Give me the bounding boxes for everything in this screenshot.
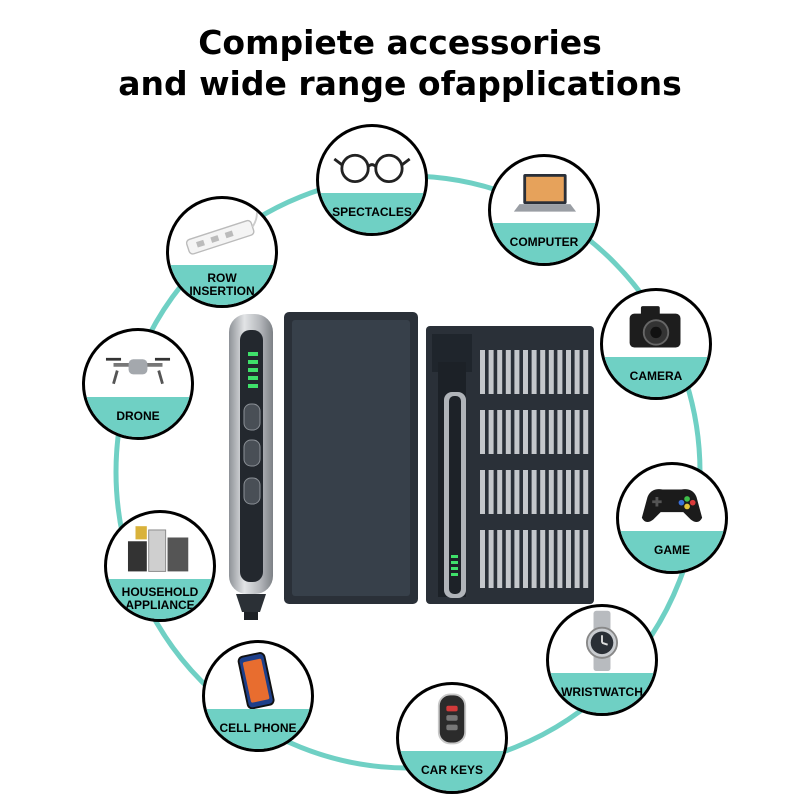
screwdriver-bit xyxy=(583,350,589,394)
screwdriver-bit xyxy=(523,350,528,394)
badge-wristwatch: WRISTWATCH xyxy=(546,604,658,716)
glasses-icon xyxy=(333,153,411,184)
screwdriver-bit xyxy=(566,350,571,394)
badge-game: GAME xyxy=(616,462,728,574)
screwdriver-bit xyxy=(557,530,563,588)
badge-computer: COMPUTER xyxy=(488,154,600,266)
screwdriver-bit xyxy=(514,470,520,514)
screwdriver-bit xyxy=(531,350,537,394)
screwdriver-bit xyxy=(557,410,563,454)
screwdriver-bit xyxy=(514,350,520,394)
screwdriver-bit xyxy=(523,470,528,514)
badge-drone: DRONE xyxy=(82,328,194,440)
laptop-icon xyxy=(513,173,577,212)
screwdriver-bit xyxy=(548,530,554,588)
screwdriver-bit xyxy=(488,470,494,514)
screwdriver-bit xyxy=(540,470,546,514)
screwdriver-bit xyxy=(488,410,494,454)
screwdriver-bit xyxy=(540,410,546,454)
screwdriver-bit xyxy=(566,530,571,588)
screwdriver-bit xyxy=(497,350,503,394)
badge-label: ROW INSERTION xyxy=(189,270,255,298)
watch-icon xyxy=(585,610,619,672)
screwdriver-bit xyxy=(497,410,503,454)
gamepad-icon xyxy=(641,489,703,523)
electric-screwdriver-pen xyxy=(229,314,273,620)
screwdriver-bit xyxy=(574,410,580,454)
screwdriver-bit xyxy=(548,410,554,454)
badge-label: CAR KEYS xyxy=(420,763,483,778)
badge-household-appliance: HOUSEHOLD APPLIANCE xyxy=(104,510,216,622)
screwdriver-bit xyxy=(488,350,494,394)
title-line-1: Compiete accessories xyxy=(198,23,602,62)
badge-row-insertion: ROW INSERTION xyxy=(166,196,278,308)
screwdriver-bit xyxy=(566,470,571,514)
screwdriver-bit xyxy=(557,350,563,394)
screwdriver-bit xyxy=(583,410,589,454)
screwdriver-bit xyxy=(540,350,546,394)
camera-icon xyxy=(629,306,681,348)
screwdriver-bit xyxy=(583,530,589,588)
screwdriver-bit xyxy=(557,470,563,514)
screwdriver-bit xyxy=(514,410,520,454)
screwdriver-bit xyxy=(505,470,511,514)
screwdriver-bit xyxy=(505,530,511,588)
title-line-2: and wide range ofapplications xyxy=(118,64,682,103)
screwdriver-bit xyxy=(531,530,537,588)
badge-car-keys: CAR KEYS xyxy=(396,682,508,794)
screwdriver-bit xyxy=(488,530,494,588)
screwdriver-bit xyxy=(531,410,537,454)
screwdriver-bit xyxy=(505,410,511,454)
screwdriver-bit xyxy=(523,530,528,588)
screwdriver-bit xyxy=(497,470,503,514)
bit-rows xyxy=(480,350,589,588)
screwdriver-bit xyxy=(574,350,580,394)
badge-label: DRONE xyxy=(116,409,160,424)
screwdriver-bit xyxy=(480,530,485,588)
screwdriver-bit xyxy=(523,410,528,454)
badge-label: WRISTWATCH xyxy=(561,685,643,700)
phone-icon xyxy=(237,652,275,710)
badge-label: GAME xyxy=(654,543,690,558)
screwdriver-bit xyxy=(480,350,485,394)
badge-label: COMPUTER xyxy=(509,235,579,250)
screwdriver-bit xyxy=(566,410,571,454)
screwdriver-bit xyxy=(514,530,520,588)
badge-label: CELL PHONE xyxy=(219,721,297,736)
badge-label: CAMERA xyxy=(629,369,683,384)
badge-spectacles: SPECTACLES xyxy=(316,124,428,236)
page-title: Compiete accessories and wide range ofap… xyxy=(0,22,800,104)
screwdriver-bit xyxy=(480,470,485,514)
case-tray xyxy=(426,326,594,604)
power-strip-icon xyxy=(185,209,258,255)
screwdriver-bit xyxy=(497,530,503,588)
screwdriver-bit xyxy=(505,350,511,394)
screwdriver-bit xyxy=(531,470,537,514)
badge-camera: CAMERA xyxy=(600,288,712,400)
screwdriver-bit xyxy=(574,530,580,588)
appliance-icon xyxy=(127,526,189,572)
badge-label: SPECTACLES xyxy=(332,205,412,220)
car-key-icon xyxy=(437,693,467,745)
screwdriver-bit xyxy=(548,350,554,394)
screwdriver-bit xyxy=(574,470,580,514)
screwdriver-bit xyxy=(480,410,485,454)
drone-icon xyxy=(105,357,171,385)
screwdriver-bit xyxy=(583,470,589,514)
screwdriver-bit xyxy=(548,470,554,514)
screwdriver-bit xyxy=(540,530,546,588)
badge-cell-phone: CELL PHONE xyxy=(202,640,314,752)
badge-label: HOUSEHOLD APPLIANCE xyxy=(121,584,199,612)
case-lid xyxy=(284,312,418,604)
